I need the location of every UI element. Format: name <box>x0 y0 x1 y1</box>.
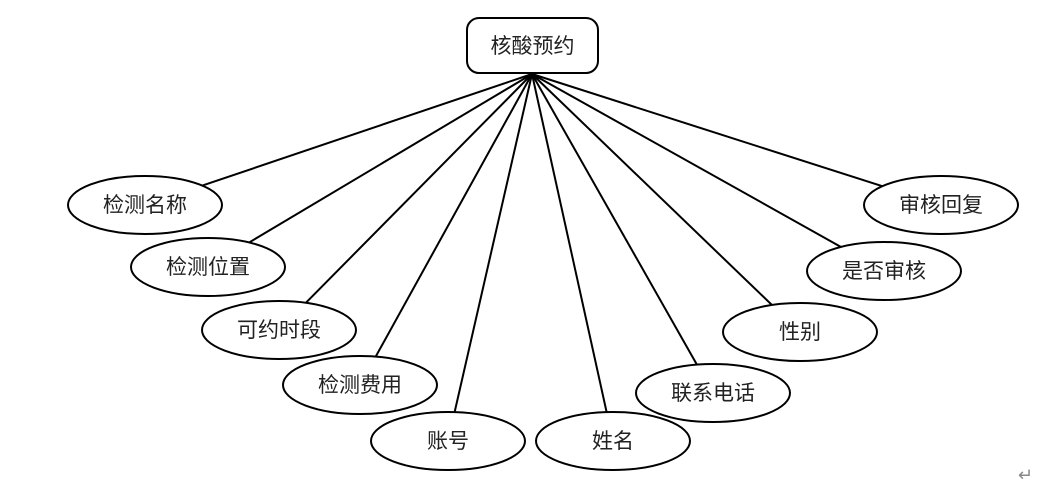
connector-line <box>305 73 533 304</box>
connector-lines <box>201 73 883 413</box>
attribute-label: 联系电话 <box>671 381 755 405</box>
attribute-label: 检测费用 <box>318 373 402 397</box>
attribute-label: 检测位置 <box>166 255 250 279</box>
attribute-ellipse <box>130 237 286 297</box>
attribute-ellipse <box>282 355 438 415</box>
attribute-node: 账号 <box>370 411 526 471</box>
connector-line <box>201 73 533 187</box>
attribute-ellipse <box>535 411 691 471</box>
attribute-node: 性别 <box>722 302 878 362</box>
attribute-label: 是否审核 <box>842 259 926 283</box>
attribute-node: 检测名称 <box>67 175 223 235</box>
entity-label: 核酸预约 <box>491 34 575 58</box>
connector-line <box>453 73 533 413</box>
attribute-ellipse <box>635 363 791 423</box>
connector-line <box>531 73 842 248</box>
connector-line <box>374 73 533 358</box>
connector-line <box>531 73 883 188</box>
attribute-label: 审核回复 <box>899 193 983 217</box>
attribute-ellipse <box>67 175 223 235</box>
attribute-node: 检测费用 <box>282 355 438 415</box>
entity-box <box>466 17 599 74</box>
attribute-ellipse <box>201 300 357 360</box>
attribute-ellipse <box>722 302 878 362</box>
attribute-ellipse <box>370 411 526 471</box>
attribute-node: 审核回复 <box>863 175 1019 235</box>
attribute-node: 姓名 <box>535 411 691 471</box>
paragraph-mark-icon: ↵ <box>1017 465 1033 486</box>
connector-line <box>531 73 608 413</box>
entity-node: 核酸预约 <box>466 17 599 74</box>
attribute-ellipse <box>863 175 1019 235</box>
attribute-node: 是否审核 <box>806 241 962 301</box>
attribute-node: 可约时段 <box>201 300 357 360</box>
connector-line <box>248 73 533 244</box>
attribute-label: 性别 <box>779 320 821 344</box>
attribute-label: 可约时段 <box>237 318 321 342</box>
attribute-label: 姓名 <box>592 429 634 453</box>
attribute-label: 检测名称 <box>103 193 187 217</box>
attribute-node: 检测位置 <box>130 237 286 297</box>
attribute-ellipse <box>806 241 962 301</box>
connector-line <box>531 73 698 366</box>
attribute-label: 账号 <box>427 429 469 453</box>
connector-line <box>531 73 773 306</box>
attribute-node: 联系电话 <box>635 363 791 423</box>
